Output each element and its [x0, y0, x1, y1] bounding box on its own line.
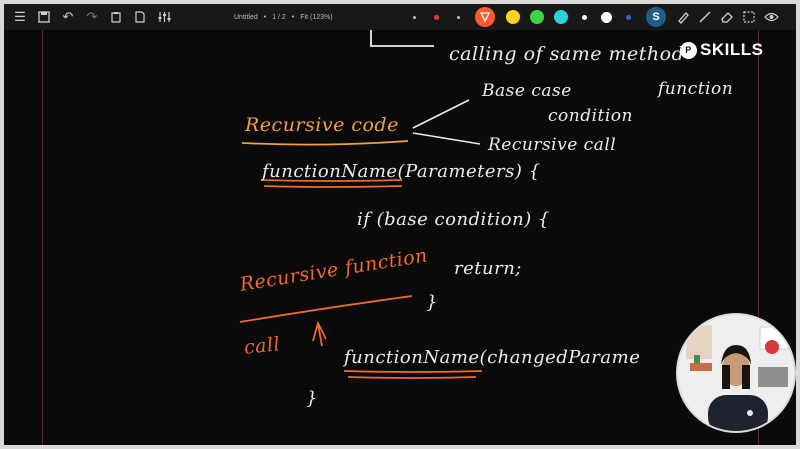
color-white-small[interactable] — [582, 14, 587, 20]
webcam-overlay — [676, 313, 796, 433]
settings-sliders-icon[interactable] — [152, 6, 176, 28]
call-underline-2 — [347, 376, 477, 379]
save-icon[interactable] — [32, 6, 56, 28]
presenter-video — [678, 315, 794, 431]
app-window: ☰ ↶ ↷ Untitled • 1 / 2 • Fit (123%) — [4, 4, 796, 445]
recursive-call-arrow — [412, 132, 481, 145]
brand-logo: P SKILLS — [680, 40, 763, 60]
clipboard-icon[interactable] — [104, 6, 128, 28]
call-underline-1 — [343, 370, 483, 373]
note-call: call — [242, 333, 282, 359]
selection-icon[interactable] — [738, 6, 760, 28]
signature-underline-1 — [260, 179, 403, 182]
note-recursive-code: Recursive code — [245, 114, 399, 136]
ink-strokes — [239, 30, 483, 379]
arrow-shaft — [317, 323, 323, 347]
eraser-icon[interactable] — [716, 6, 738, 28]
color-white[interactable] — [601, 11, 612, 23]
pen-tool-active-icon[interactable] — [475, 7, 495, 27]
drawing-canvas[interactable]: calling of same method Base case conditi… — [4, 30, 796, 445]
toolbar: ☰ ↶ ↷ Untitled • 1 / 2 • Fit (123%) — [4, 4, 796, 30]
pen-size-small-2[interactable] — [457, 15, 460, 19]
left-margin-line — [42, 30, 43, 445]
pen-size-small[interactable] — [413, 15, 416, 19]
brand-name: SKILLS — [700, 40, 764, 59]
bracket-stroke — [370, 30, 434, 47]
page-indicator[interactable]: 1 / 2 — [272, 13, 286, 21]
signature-underline-2 — [263, 185, 403, 188]
arrow-head — [312, 320, 327, 342]
note-condition: condition — [548, 106, 633, 126]
brand-badge: P — [680, 41, 697, 59]
document-name[interactable]: Untitled — [234, 13, 258, 21]
note-function: function — [658, 79, 734, 99]
redo-icon[interactable]: ↷ — [86, 9, 98, 24]
code-signature: functionName(Parameters) { — [262, 161, 541, 182]
zoom-level[interactable]: Fit (123%) — [300, 13, 333, 21]
recursive-code-underline — [241, 140, 409, 146]
note-calling-same-method: calling of same method — [449, 43, 685, 65]
page-icon[interactable] — [128, 6, 152, 28]
base-case-arrow — [412, 99, 470, 129]
recursive-function-underline — [239, 295, 413, 323]
code-close-brace-2: } — [306, 388, 318, 409]
code-call-line: functionName(changedParame — [344, 347, 641, 368]
smart-shape-icon[interactable]: S — [646, 7, 666, 27]
right-margin-line — [758, 30, 759, 445]
color-blue-small[interactable] — [626, 14, 631, 20]
separator-dot: • — [291, 13, 295, 21]
code-if-line: if (base condition) { — [357, 209, 550, 230]
code-close-brace-1: } — [426, 292, 438, 313]
color-red-dot[interactable] — [434, 14, 439, 20]
note-recursive-call: Recursive call — [488, 135, 617, 155]
code-return-line: return; — [454, 258, 522, 279]
pen-palette: S — [404, 4, 782, 30]
view-eye-icon[interactable] — [760, 6, 782, 28]
separator-dot: • — [263, 13, 267, 21]
color-yellow[interactable] — [506, 10, 520, 24]
highlighter-icon[interactable] — [672, 6, 694, 28]
menu-icon[interactable]: ☰ — [14, 9, 26, 24]
line-tool-icon[interactable] — [694, 6, 716, 28]
color-cyan[interactable] — [554, 10, 568, 24]
color-green[interactable] — [530, 10, 544, 24]
note-base-case: Base case — [482, 81, 572, 101]
undo-icon[interactable]: ↶ — [62, 9, 74, 24]
document-status: Untitled • 1 / 2 • Fit (123%) — [234, 4, 333, 30]
